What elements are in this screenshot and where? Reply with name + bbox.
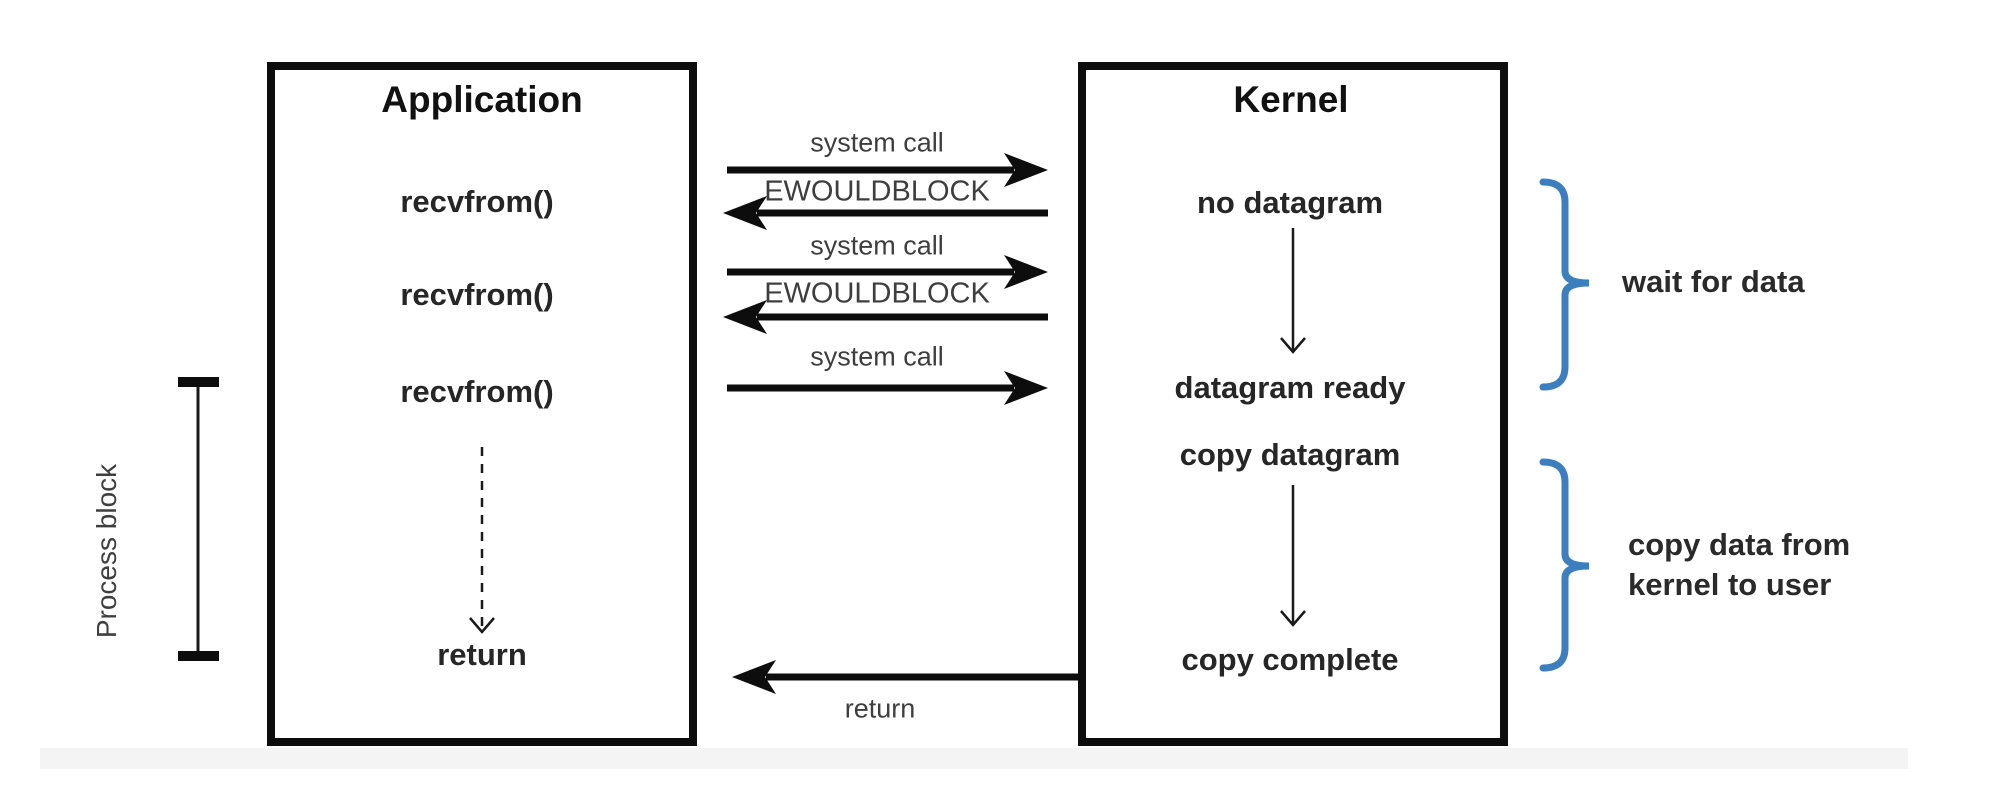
application-title: Application <box>381 79 583 120</box>
recvfrom-call-3: recvfrom() <box>400 374 554 409</box>
copy-data-label-line2: kernel to user <box>1628 567 1832 602</box>
ewouldblock-label-1: EWOULDBLOCK <box>764 175 990 208</box>
app-return-step: return <box>437 637 527 672</box>
recvfrom-call-1: recvfrom() <box>400 184 554 219</box>
kernel-state-datagram-ready: datagram ready <box>1174 370 1406 405</box>
copy-data-label: copy data from kernel to user <box>1628 527 1850 625</box>
background-strip <box>40 748 1908 769</box>
copy-data-label-line1: copy data from <box>1628 527 1851 562</box>
syscall-label-1: system call <box>810 127 944 158</box>
ewouldblock-label-2: EWOULDBLOCK <box>764 277 990 310</box>
kernel-state-copy-datagram: copy datagram <box>1179 437 1401 472</box>
syscall-label-3: system call <box>810 341 944 372</box>
wait-for-data-label: wait for data <box>1622 264 1805 299</box>
return-arrow <box>732 660 1078 694</box>
kernel-state-no-datagram: no datagram <box>1196 185 1384 220</box>
kernel-box <box>1078 62 1508 746</box>
kernel-state-copy-complete: copy complete <box>1181 642 1399 677</box>
syscall-label-2: system call <box>810 230 944 261</box>
syscall-arrow-3 <box>727 371 1048 405</box>
copy-brace <box>1539 458 1590 672</box>
process-block-text: Process block <box>91 463 122 639</box>
kernel-title: Kernel <box>1233 79 1349 120</box>
wait-brace <box>1539 178 1590 391</box>
process-block-span <box>178 377 219 661</box>
recvfrom-call-2: recvfrom() <box>400 277 554 312</box>
return-wire-label: return <box>844 693 916 724</box>
